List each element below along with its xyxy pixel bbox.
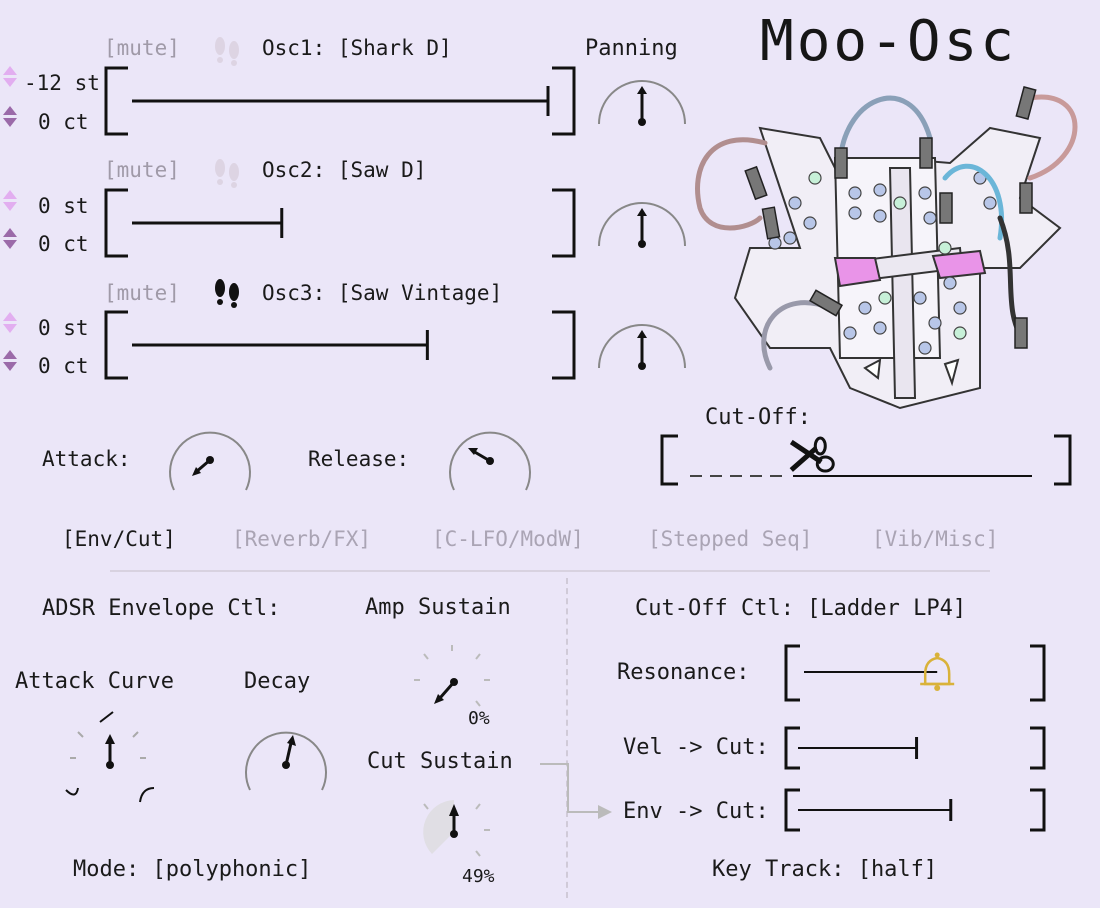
attack-curve-selector[interactable]: [58, 710, 162, 810]
env-cut-slider[interactable]: [782, 788, 1048, 834]
osc3-level-slider[interactable]: [102, 310, 578, 382]
osc2-pan-knob[interactable]: [595, 200, 690, 250]
cut-sustain-label: Cut Sustain: [367, 749, 513, 774]
osc3-label[interactable]: Osc3: [Saw Vintage]: [262, 281, 503, 305]
osc2-cents-value: 0 ct: [38, 232, 89, 256]
app-title: Moo-Osc: [760, 9, 1018, 74]
osc3-pan-knob[interactable]: [595, 322, 690, 372]
osc2-label[interactable]: Osc2: [Saw D]: [262, 158, 427, 182]
osc2-semitone-up-icon[interactable]: [3, 190, 17, 199]
vel-cut-label: Vel -> Cut:: [623, 735, 769, 760]
osc1-semitone-value: -12 st: [24, 71, 100, 95]
osc1-cents-up-icon[interactable]: [3, 106, 17, 115]
cutoff-slider[interactable]: [658, 434, 1076, 490]
tab-reverb-fx[interactable]: [Reverb/FX]: [232, 527, 372, 551]
attack-knob[interactable]: [160, 415, 260, 495]
release-knob[interactable]: [440, 415, 540, 495]
osc3-semitone-up-icon[interactable]: [3, 312, 17, 321]
amp-sustain-knob[interactable]: [402, 640, 502, 720]
cut-sustain-value: 49%: [462, 866, 495, 887]
tab-stepped-seq[interactable]: [Stepped Seq]: [648, 527, 813, 551]
osc1-mute-button[interactable]: [mute]: [104, 36, 180, 60]
cut-sustain-link-arrow: [540, 763, 612, 819]
osc1-level-slider[interactable]: [102, 66, 578, 138]
amp-sustain-label: Amp Sustain: [365, 595, 511, 620]
tab-vib-misc[interactable]: [Vib/Misc]: [872, 527, 999, 551]
osc1-semitone-up-icon[interactable]: [3, 66, 17, 75]
env-cut-label: Env -> Cut:: [623, 799, 769, 824]
cutoff-label: Cut-Off:: [705, 405, 811, 430]
osc3-mute-button[interactable]: [mute]: [104, 281, 180, 305]
patchbay-logo-icon: [695, 86, 1078, 410]
mode-selector[interactable]: Mode: [polyphonic]: [73, 857, 312, 882]
osc1-label[interactable]: Osc1: [Shark D]: [262, 36, 452, 60]
osc2-level-slider[interactable]: [102, 188, 578, 260]
section-divider: [566, 578, 568, 898]
cutoff-ctl-section-label[interactable]: Cut-Off Ctl: [Ladder LP4]: [635, 596, 967, 621]
osc3-semitone-value: 0 st: [38, 316, 89, 340]
resonance-slider[interactable]: [782, 644, 1048, 704]
attack-curve-label: Attack Curve: [15, 669, 174, 694]
osc2-cents-down-icon[interactable]: [3, 240, 17, 249]
osc1-pan-knob[interactable]: [595, 78, 690, 128]
osc3-semitone-down-icon[interactable]: [3, 324, 17, 333]
key-track-selector[interactable]: Key Track: [half]: [712, 857, 938, 882]
osc3-cents-up-icon[interactable]: [3, 350, 17, 359]
osc3-cents-value: 0 ct: [38, 354, 89, 378]
amp-sustain-value: 0%: [468, 708, 490, 729]
vel-cut-slider[interactable]: [782, 726, 1048, 772]
osc3-cents-down-icon[interactable]: [3, 362, 17, 371]
tab-env-cut[interactable]: [Env/Cut]: [62, 527, 176, 551]
osc2-semitone-down-icon[interactable]: [3, 202, 17, 211]
decay-knob[interactable]: [236, 715, 336, 795]
release-label: Release:: [308, 447, 410, 471]
panning-label: Panning: [585, 36, 678, 61]
osc2-mute-button[interactable]: [mute]: [104, 158, 180, 182]
cut-sustain-knob[interactable]: [402, 790, 502, 870]
scissors-icon: [789, 436, 835, 473]
tab-divider: [110, 570, 990, 572]
osc1-footprints-icon[interactable]: [208, 28, 246, 66]
tab-c-lfo-modw[interactable]: [C-LFO/ModW]: [432, 527, 584, 551]
osc1-cents-down-icon[interactable]: [3, 118, 17, 127]
osc3-footprints-icon[interactable]: [208, 272, 246, 310]
osc1-cents-value: 0 ct: [38, 110, 89, 134]
bell-icon: [920, 652, 955, 691]
adsr-section-label: ADSR Envelope Ctl:: [42, 596, 281, 621]
osc2-footprints-icon[interactable]: [208, 150, 246, 188]
attack-label: Attack:: [42, 447, 131, 471]
osc2-semitone-value: 0 st: [38, 194, 89, 218]
resonance-label: Resonance:: [617, 660, 750, 685]
osc2-cents-up-icon[interactable]: [3, 228, 17, 237]
osc1-semitone-down-icon[interactable]: [3, 78, 17, 87]
decay-label: Decay: [244, 669, 311, 694]
